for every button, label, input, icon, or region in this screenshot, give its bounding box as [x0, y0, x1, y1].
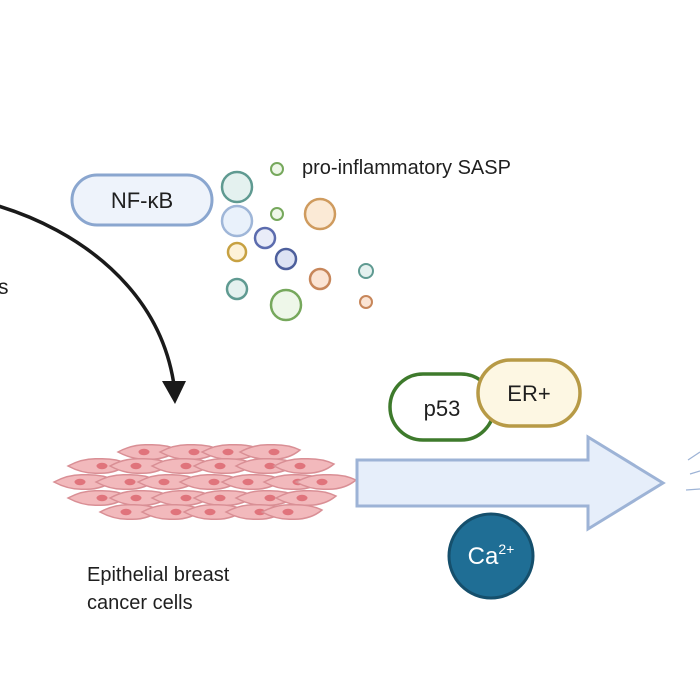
big-arrow [355, 434, 666, 532]
er-pill [476, 358, 582, 428]
cells-label-line1: Epithelial breast [87, 564, 230, 586]
cell-nucleus [158, 478, 170, 486]
cell-nucleus [74, 478, 86, 486]
cell-nucleus [204, 508, 216, 516]
cell-nucleus [208, 478, 220, 486]
cell-nucleus [138, 448, 150, 456]
calcium-label: Ca2+ [468, 541, 515, 570]
sasp-bubble [270, 162, 284, 176]
calcium-ion [447, 512, 535, 600]
sasp-bubble [225, 277, 249, 301]
cell-nucleus [96, 494, 108, 502]
cell-nucleus [294, 462, 306, 470]
cell-nucleus [254, 508, 266, 516]
cell-nucleus [242, 478, 254, 486]
curved-arrow [0, 204, 176, 386]
sasp-label: pro-inflammatory SASP [302, 157, 511, 179]
cell-nucleus [130, 494, 142, 502]
sasp-bubbles [220, 162, 374, 322]
sasp-bubble [253, 226, 277, 250]
left-cut-label: s [0, 276, 9, 299]
cell-nucleus [316, 478, 328, 486]
cell-nucleus [170, 508, 182, 516]
er-label: ER+ [507, 381, 550, 406]
edge-rays [685, 451, 700, 491]
cell-nucleus [264, 462, 276, 470]
cell-nucleus [296, 494, 308, 502]
nfkb-pill [70, 173, 214, 227]
cell-nucleus [222, 448, 234, 456]
cell-nucleus [188, 448, 200, 456]
cell-nucleus [214, 494, 226, 502]
sasp-bubble [220, 170, 254, 204]
cell-nucleus [180, 494, 192, 502]
sasp-bubble [274, 247, 298, 271]
epithelial-cell-sheet [52, 443, 358, 521]
p53-label: p53 [424, 396, 461, 421]
calcium-base: Ca [468, 543, 499, 570]
cell-nucleus [130, 462, 142, 470]
sasp-bubble [308, 267, 332, 291]
sasp-bubble [303, 197, 337, 231]
sasp-bubble [358, 263, 374, 279]
cell-nucleus [264, 494, 276, 502]
nfkb-label: NF-κB [111, 188, 173, 213]
sasp-bubble [226, 241, 248, 263]
cell-nucleus [214, 462, 226, 470]
curved-arrow-head [162, 381, 186, 404]
cell-nucleus [120, 508, 132, 516]
sasp-bubble [220, 204, 254, 238]
cell-nucleus [282, 508, 294, 516]
cell-nucleus [268, 448, 280, 456]
sasp-bubble [269, 288, 303, 322]
calcium-charge: 2+ [498, 541, 514, 557]
sasp-bubble [359, 295, 373, 309]
cell-nucleus [124, 478, 136, 486]
cell-nucleus [180, 462, 192, 470]
sasp-bubble [270, 207, 284, 221]
cells-label-line2: cancer cells [87, 592, 193, 614]
cell-nucleus [96, 462, 108, 470]
